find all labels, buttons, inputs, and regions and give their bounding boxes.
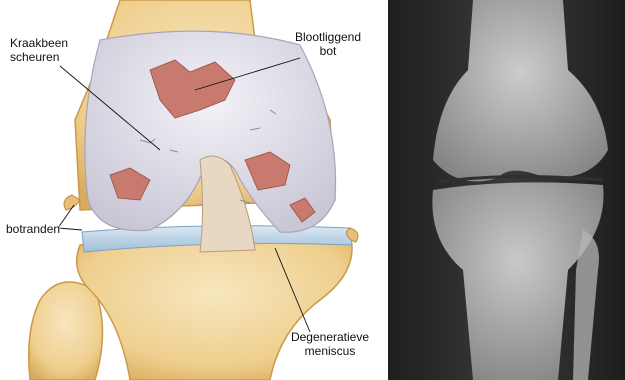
label-cartilage-tears: Kraakbeen scheuren [10, 36, 68, 64]
knee-xray-image [388, 0, 625, 380]
label-degenerative-meniscus-line2: meniscus [280, 344, 380, 358]
label-bone-spurs: botranden [6, 222, 60, 236]
label-exposed-bone-line2: bot [278, 44, 378, 58]
label-bone-spurs-text: botranden [6, 222, 60, 236]
label-cartilage-tears-line2: scheuren [10, 50, 68, 64]
label-degenerative-meniscus: Degeneratieve meniscus [280, 330, 380, 358]
label-cartilage-tears-line1: Kraakbeen [10, 36, 68, 50]
knee-illustration-panel: Kraakbeen scheuren Blootliggend bot botr… [0, 0, 385, 380]
tibia [77, 235, 352, 380]
fibula [29, 282, 103, 380]
knee-xray-panel [388, 0, 625, 380]
label-exposed-bone-line1: Blootliggend [278, 30, 378, 44]
label-degenerative-meniscus-line1: Degeneratieve [280, 330, 380, 344]
label-exposed-bone: Blootliggend bot [278, 30, 378, 58]
